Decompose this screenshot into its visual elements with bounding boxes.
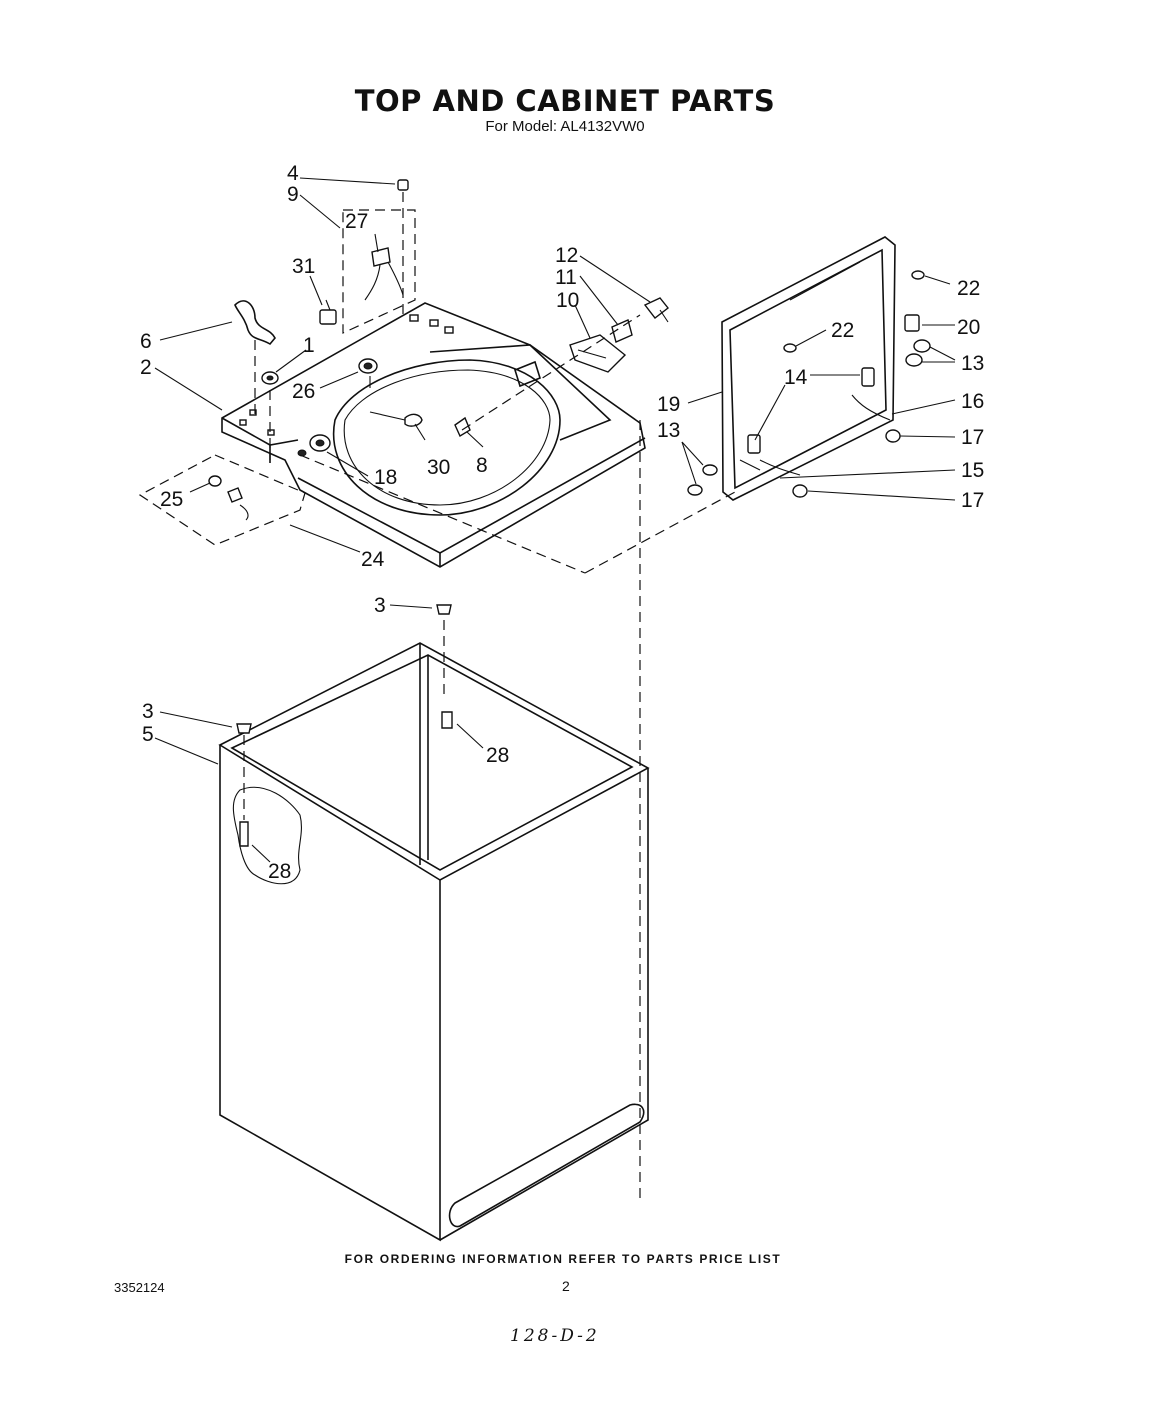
callout-30: 30 [427, 456, 450, 479]
document-number: 3352124 [114, 1280, 165, 1295]
part-18-cam [297, 434, 331, 457]
lid-assembly [721, 236, 920, 501]
cabinet-screws [236, 604, 453, 734]
ordering-info-note: FOR ORDERING INFORMATION REFER TO PARTS … [344, 1252, 782, 1266]
part-1-grommet [261, 371, 279, 385]
callout-18: 18 [374, 466, 397, 489]
callout-17b: 17 [961, 489, 984, 512]
cabinet [218, 642, 650, 1242]
callout-6: 6 [140, 330, 152, 353]
page-number: 2 [562, 1278, 570, 1294]
part-24-25-group [138, 454, 306, 546]
callout-8: 8 [476, 454, 488, 477]
callout-10: 10 [556, 289, 579, 312]
callout-3b: 3 [142, 700, 154, 723]
callout-31: 31 [292, 255, 315, 278]
callout-28a: 28 [486, 744, 509, 767]
callout-22a: 22 [957, 277, 980, 300]
page-title: TOP AND CABINET PARTS [354, 84, 776, 118]
top-panel [221, 302, 646, 568]
callout-5: 5 [142, 723, 154, 746]
callout-24: 24 [361, 548, 385, 571]
part-4-screw [397, 179, 409, 320]
handwritten-note: 128-D-2 [510, 1326, 600, 1346]
callout-16: 16 [961, 390, 984, 413]
callout-12: 12 [555, 244, 578, 267]
callout-27: 27 [345, 210, 368, 233]
callout-22b: 22 [831, 319, 854, 342]
part-31-switch [319, 299, 337, 325]
part-8-and-30 [369, 411, 471, 438]
callout-20: 20 [957, 316, 980, 339]
callout-11: 11 [555, 266, 577, 289]
callout-14: 14 [784, 366, 808, 389]
callout-19: 19 [657, 393, 680, 416]
callout-17a: 17 [961, 426, 984, 449]
callout-25: 25 [160, 488, 183, 511]
part-27-lid-switch-group [342, 209, 416, 334]
callout-numbers: 4 9 27 31 6 1 2 26 12 11 10 22 20 22 13 … [140, 162, 984, 883]
callout-15: 15 [961, 459, 984, 482]
callout-3a: 3 [374, 594, 386, 617]
part-26-nut [358, 358, 378, 388]
hinge-bracket-parts [569, 297, 669, 373]
leader-lines [154, 177, 956, 863]
lid-fasteners [687, 270, 931, 498]
callout-2: 2 [140, 356, 152, 379]
callout-4: 4 [287, 162, 299, 185]
callout-1: 1 [303, 334, 315, 357]
callout-13a: 13 [961, 352, 984, 375]
callout-28b: 28 [268, 860, 291, 883]
model-subtitle: For Model: AL4132VW0 [485, 118, 645, 135]
part-6-clip [234, 300, 276, 346]
callout-9: 9 [287, 183, 299, 206]
callout-26: 26 [292, 380, 315, 403]
callout-13b: 13 [657, 419, 680, 442]
